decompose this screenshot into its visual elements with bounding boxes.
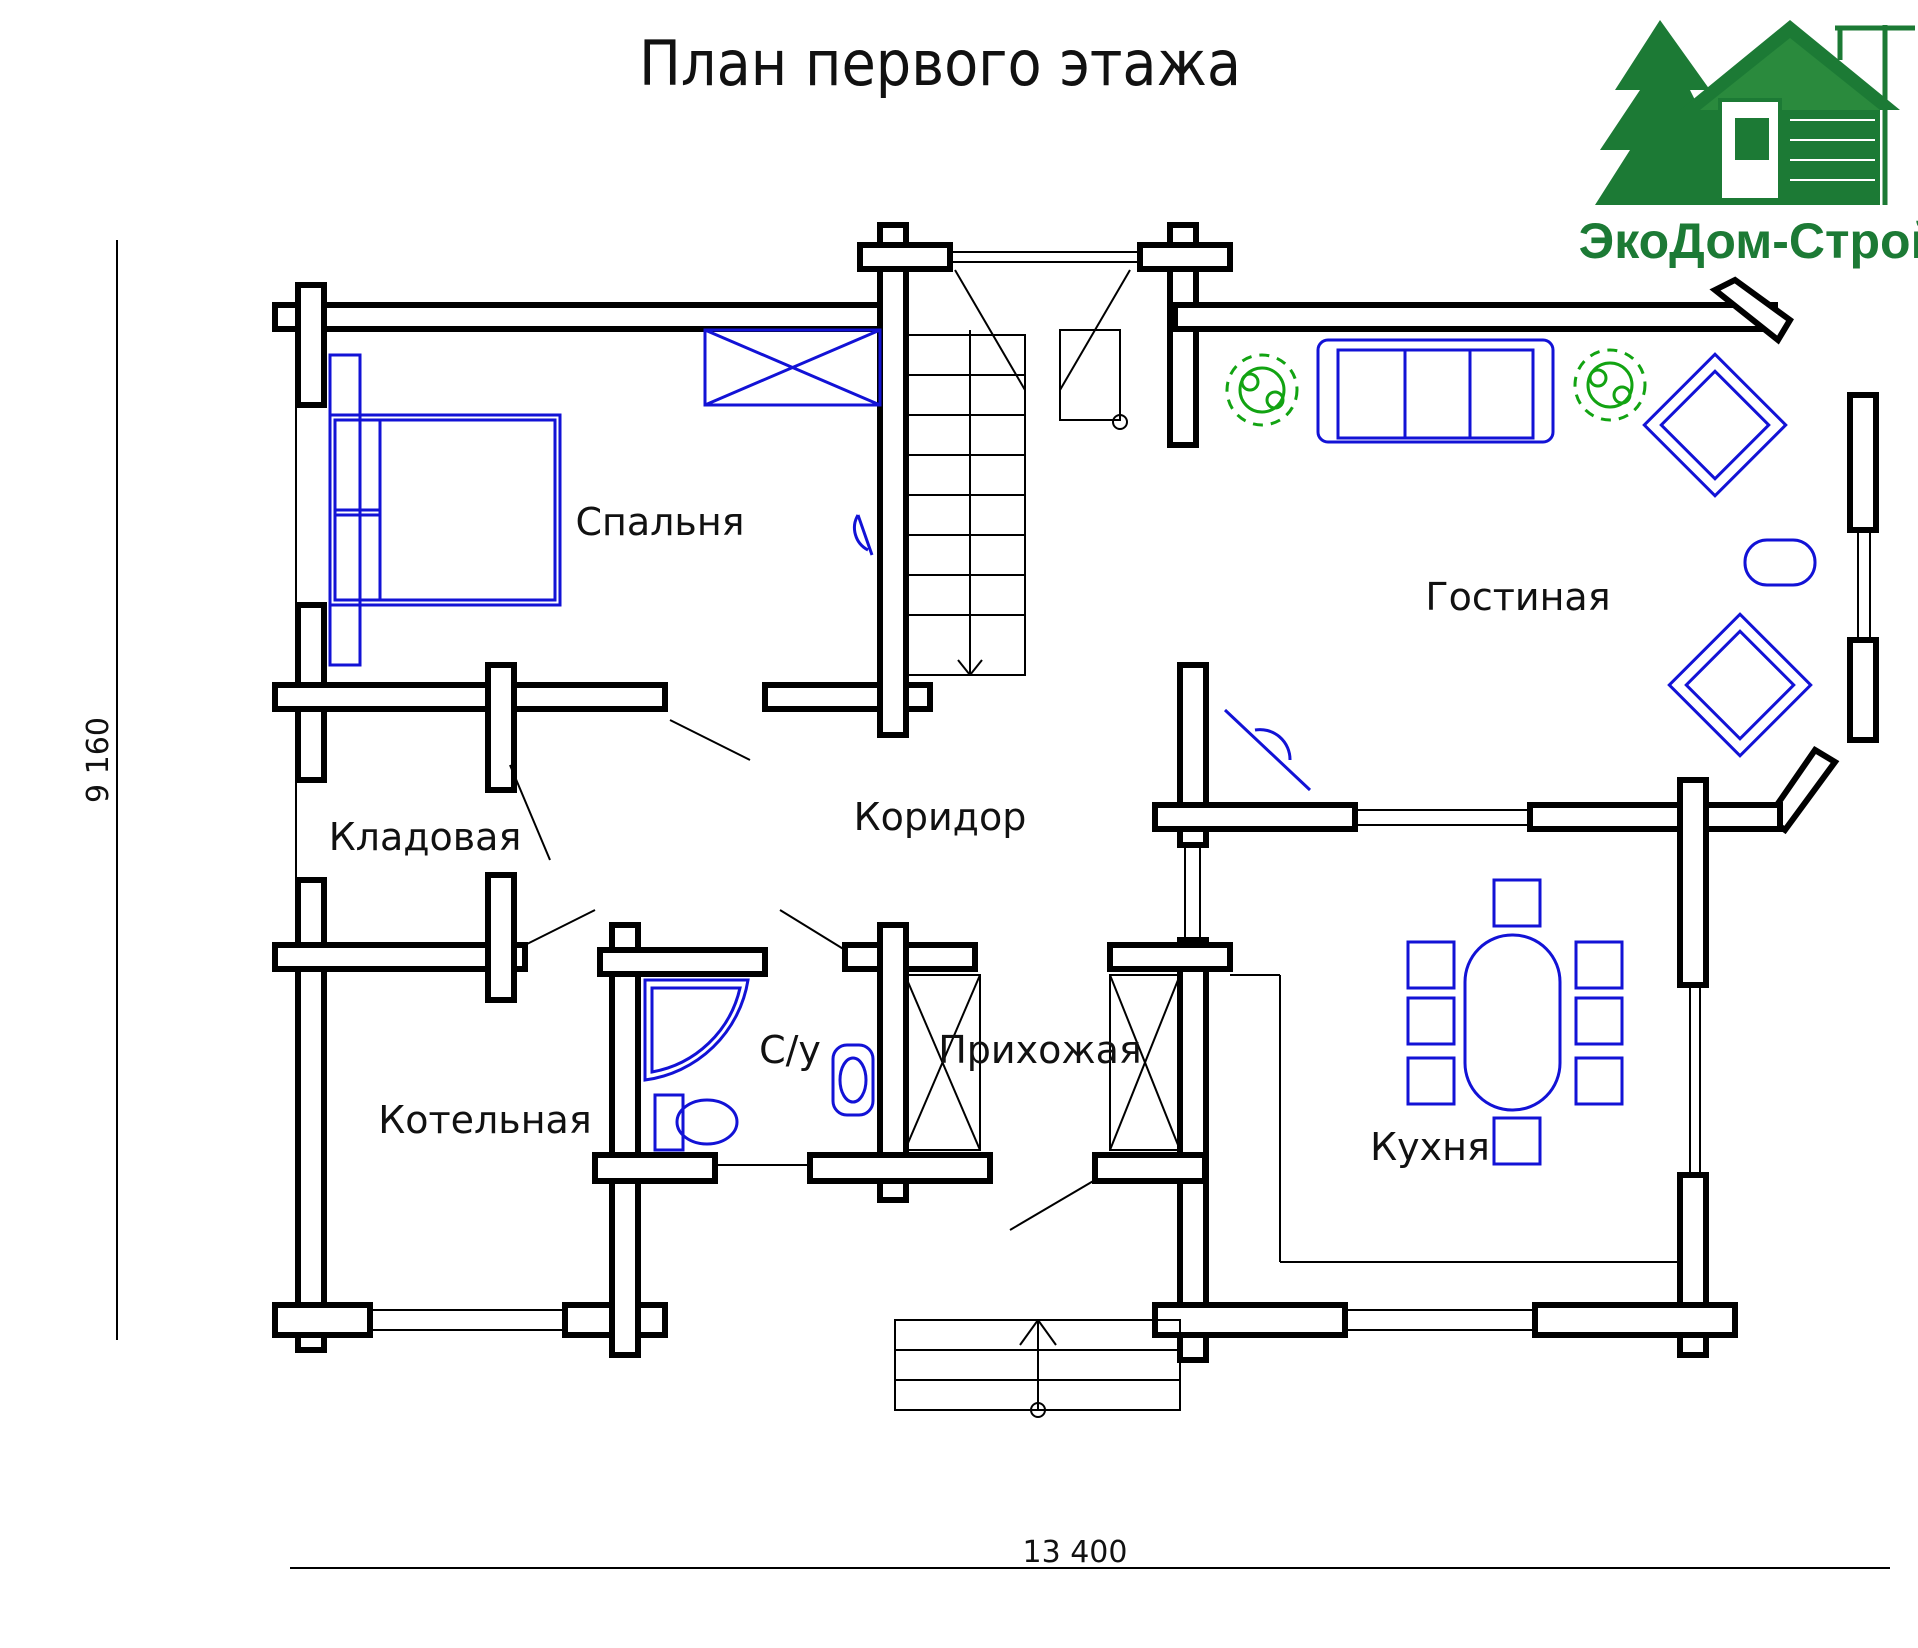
sofa-icon <box>1316 338 1555 444</box>
room-label-living: Гостиная <box>1425 575 1610 619</box>
plant-right-icon <box>1573 348 1647 422</box>
room-label-boiler: Котельная <box>378 1098 591 1142</box>
height-dimension: 9 160 <box>81 240 118 1340</box>
living-door-icon <box>1223 708 1312 792</box>
coffee-table-icon <box>1743 538 1817 587</box>
room-label-corridor: Коридор <box>854 795 1027 839</box>
hall-closets <box>904 974 1181 1151</box>
armchair-top-icon <box>1642 352 1788 498</box>
width-dimension: 13 400 <box>290 1535 1890 1570</box>
staircase <box>904 269 1131 676</box>
shower-icon <box>643 978 750 1082</box>
walls <box>272 222 1879 1363</box>
room-label-kitchen: Кухня <box>1370 1125 1490 1169</box>
company-logo: ЭкоДом-Строй <box>1579 20 1918 269</box>
dining-table-icon <box>1406 878 1624 1166</box>
room-label-bathroom: С/у <box>759 1028 821 1072</box>
bed-icon <box>328 353 562 667</box>
windows <box>295 251 1871 1331</box>
bedroom-door-icon <box>853 514 874 556</box>
width-dimension-label: 13 400 <box>1023 1535 1128 1570</box>
plant-left-icon <box>1225 353 1299 427</box>
room-label-hall: Прихожая <box>938 1028 1142 1072</box>
doors <box>509 719 1680 1263</box>
house-tree-crane-icon <box>1595 20 1915 205</box>
logo-text: ЭкоДом-Строй <box>1579 213 1918 269</box>
furniture <box>328 328 1817 1166</box>
room-label-bedroom: Спальня <box>575 500 744 544</box>
toilet-icon <box>653 1093 739 1152</box>
entrance-steps <box>894 1319 1181 1418</box>
wardrobe-icon <box>703 328 882 407</box>
sink-icon <box>831 1043 875 1117</box>
room-labels: Спальня Гостиная Коридор Кладовая Котель… <box>329 500 1611 1169</box>
plan-title: План первого этажа <box>639 27 1241 100</box>
room-label-storage: Кладовая <box>329 815 522 859</box>
plants <box>1225 348 1647 427</box>
height-dimension-label: 9 160 <box>81 717 116 803</box>
armchair-bottom-icon <box>1667 612 1813 758</box>
